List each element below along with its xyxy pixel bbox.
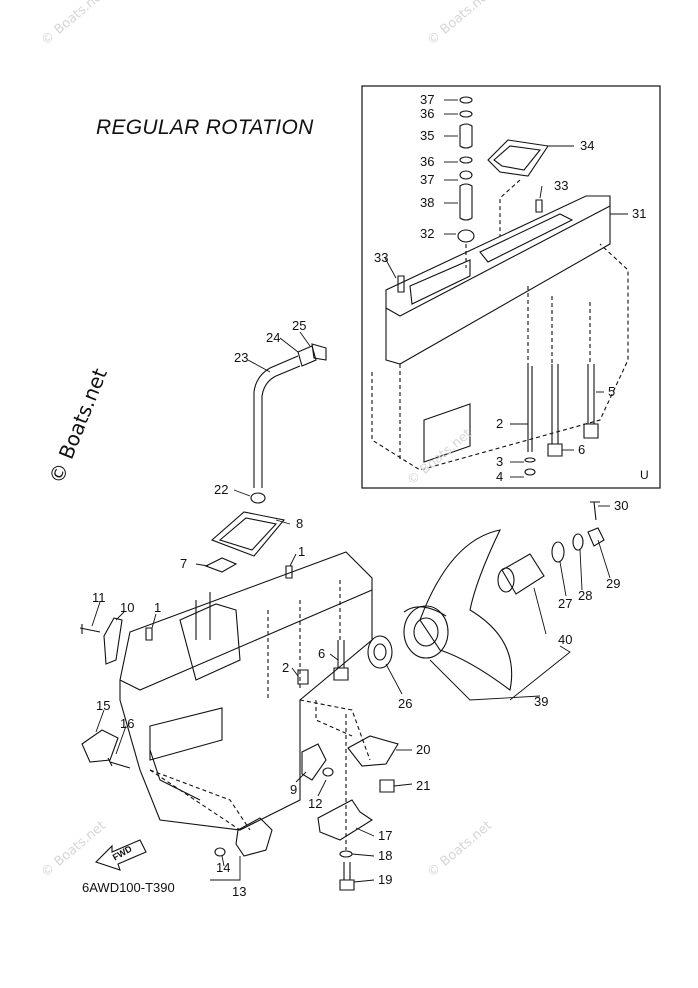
callout-11: 11 bbox=[92, 590, 106, 605]
anode-part-9 bbox=[301, 743, 327, 781]
callout-35: 35 bbox=[420, 128, 434, 143]
o-ring-part-36b bbox=[459, 156, 473, 164]
callout-36b: 36 bbox=[420, 154, 434, 169]
callout-24: 24 bbox=[266, 330, 280, 345]
plate-part-7 bbox=[204, 557, 238, 573]
washer-part-28 bbox=[572, 533, 584, 551]
nut-part-29 bbox=[587, 527, 605, 547]
callout-10: 10 bbox=[120, 600, 134, 615]
nut-part-37b bbox=[459, 170, 473, 180]
bolt-part-6b bbox=[333, 640, 349, 681]
washer-part-18 bbox=[339, 850, 353, 858]
bolt-part-5 bbox=[587, 364, 595, 424]
callout-40: 40 bbox=[558, 632, 572, 647]
bushing-part-35 bbox=[459, 123, 473, 149]
propeller-part-39 bbox=[419, 529, 513, 691]
tube-part-38 bbox=[459, 183, 473, 221]
callout-32: 32 bbox=[420, 226, 434, 241]
callout-27: 27 bbox=[558, 596, 572, 611]
callout-34: 34 bbox=[580, 138, 594, 153]
cotter-pin-part-30 bbox=[590, 501, 600, 521]
cover-part-20 bbox=[347, 735, 399, 767]
water-tube-part-23 bbox=[253, 355, 299, 488]
callout-20: 20 bbox=[416, 742, 430, 757]
callout-18: 18 bbox=[378, 848, 392, 863]
o-ring-part-36a bbox=[459, 110, 473, 118]
inset-marker: U bbox=[640, 468, 649, 482]
callout-38: 38 bbox=[420, 195, 434, 210]
callout-29: 29 bbox=[606, 576, 620, 591]
dowel-part-33b bbox=[535, 199, 543, 213]
gasket-part-8 bbox=[210, 511, 286, 557]
callout-5: 5 bbox=[608, 384, 615, 399]
callout-2b: 2 bbox=[282, 660, 289, 675]
thrust-washer-part-26 bbox=[367, 635, 393, 669]
screw-part-21 bbox=[379, 779, 395, 793]
grommet-part-32 bbox=[457, 229, 475, 243]
callout-1b: 1 bbox=[154, 600, 161, 615]
callout-8: 8 bbox=[296, 516, 303, 531]
bolt-part-16 bbox=[107, 757, 131, 769]
lower-casing bbox=[119, 551, 373, 831]
callout-37b: 37 bbox=[420, 172, 434, 187]
callout-16: 16 bbox=[120, 716, 134, 731]
callout-9: 9 bbox=[290, 782, 297, 797]
callout-17: 17 bbox=[378, 828, 392, 843]
anode-part-10 bbox=[103, 617, 123, 665]
callout-23: 23 bbox=[234, 350, 248, 365]
grommet-part-22 bbox=[250, 492, 266, 504]
diagram-code: 6AWD100-T390 bbox=[82, 880, 175, 895]
anode-part-13 bbox=[235, 817, 273, 857]
callout-1a: 1 bbox=[298, 544, 305, 559]
clip-part-25 bbox=[311, 343, 327, 361]
callout-15: 15 bbox=[96, 698, 110, 713]
callout-22: 22 bbox=[214, 482, 228, 497]
dowel-part-1b bbox=[145, 627, 153, 641]
callout-33a: 33 bbox=[374, 250, 388, 265]
callout-2a: 2 bbox=[496, 416, 503, 431]
screw-part-11 bbox=[79, 624, 101, 634]
fwd-arrow-icon bbox=[94, 839, 147, 871]
callout-12: 12 bbox=[308, 796, 322, 811]
callout-6b: 6 bbox=[318, 646, 325, 661]
nut-part-12 bbox=[322, 767, 334, 777]
callout-14: 14 bbox=[216, 860, 230, 875]
gasket-part-34 bbox=[487, 139, 549, 177]
callout-13: 13 bbox=[232, 884, 246, 899]
callout-3: 3 bbox=[496, 454, 503, 469]
callout-30: 30 bbox=[614, 498, 628, 513]
callout-28: 28 bbox=[578, 588, 592, 603]
callout-33b: 33 bbox=[554, 178, 568, 193]
nut-part-14 bbox=[214, 847, 226, 857]
callout-7: 7 bbox=[180, 556, 187, 571]
callout-39: 39 bbox=[534, 694, 548, 709]
bushing-part-40 bbox=[501, 553, 545, 595]
diagram-title: REGULAR ROTATION bbox=[96, 116, 314, 139]
dowel-part-33a bbox=[397, 275, 405, 293]
grommet-part-24 bbox=[297, 345, 317, 367]
callout-6a: 6 bbox=[578, 442, 585, 457]
callout-21: 21 bbox=[416, 778, 430, 793]
callout-37a: 37 bbox=[420, 92, 434, 107]
trim-tab-part-15 bbox=[81, 729, 119, 763]
stud-part-2b bbox=[297, 669, 309, 685]
washer-part-27 bbox=[551, 541, 565, 563]
anode-part-17 bbox=[317, 799, 374, 841]
nut-part-37a bbox=[459, 96, 473, 104]
inset-frame bbox=[361, 85, 661, 489]
callout-31: 31 bbox=[632, 206, 646, 221]
bolt-part-19 bbox=[339, 862, 355, 891]
callout-25: 25 bbox=[292, 318, 306, 333]
upper-casing-part-31 bbox=[385, 195, 611, 365]
callout-36a: 36 bbox=[420, 106, 434, 121]
callout-4: 4 bbox=[496, 469, 503, 484]
callout-19: 19 bbox=[378, 872, 392, 887]
stud-part-2a bbox=[527, 366, 533, 452]
callout-26: 26 bbox=[398, 696, 412, 711]
